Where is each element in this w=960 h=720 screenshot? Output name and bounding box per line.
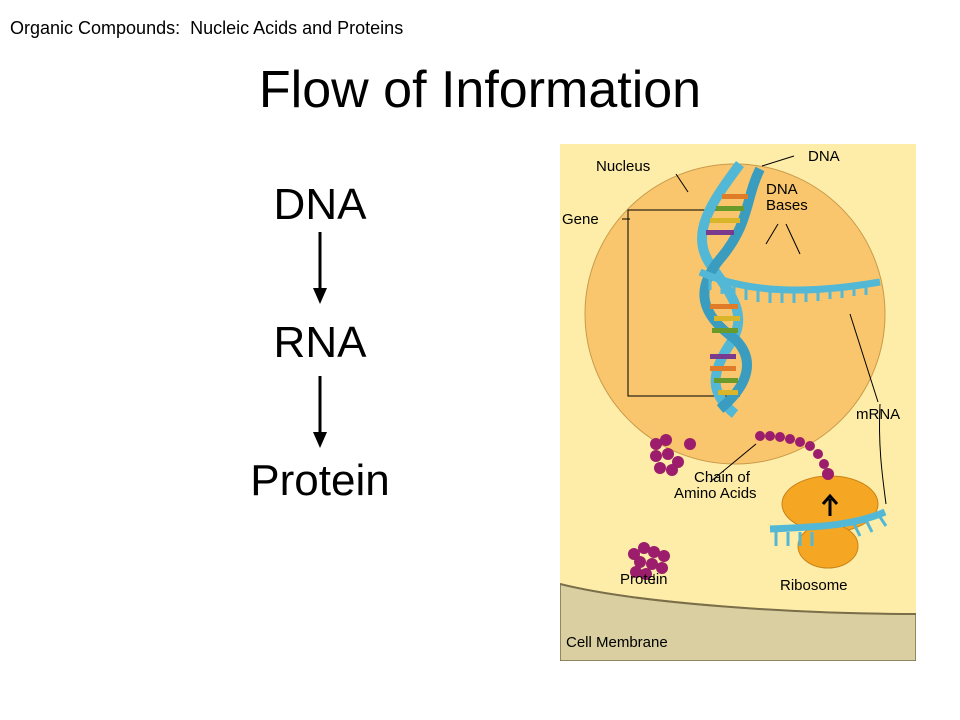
ribosome-shape <box>769 403 888 569</box>
label-dna-bases-1: DNA <box>766 181 798 198</box>
label-dna-bases-2: Bases <box>766 197 808 214</box>
label-ribosome: Ribosome <box>780 577 848 594</box>
cell-illustration: Nucleus DNA DNA Bases Gene mRNA Chain of… <box>559 144 917 662</box>
slide-header: Organic Compounds: Nucleic Acids and Pro… <box>10 18 404 38</box>
flow-step-protein: Protein <box>250 456 390 505</box>
label-chain-2: Amino Acids <box>674 485 757 502</box>
label-dna: DNA <box>808 148 840 165</box>
dna-helix <box>697 161 765 418</box>
protein-cluster <box>628 542 670 580</box>
slide-title: Flow of Information <box>258 61 702 119</box>
label-gene: Gene <box>562 211 599 228</box>
cell-diagram: Nucleus DNA DNA Bases Gene mRNA Chain of… <box>559 144 917 662</box>
mrna-strand <box>698 268 881 303</box>
label-cell-membrane: Cell Membrane <box>566 634 668 651</box>
arrow-down-icon <box>313 376 327 448</box>
flow-step-dna: DNA <box>273 180 367 229</box>
flow-step-rna: RNA <box>273 318 367 367</box>
label-mrna: mRNA <box>856 406 900 423</box>
arrow-down-icon <box>313 232 327 304</box>
amino-acid-cluster <box>650 434 696 476</box>
label-chain-1: Chain of <box>694 469 751 486</box>
label-nucleus: Nucleus <box>596 158 650 175</box>
label-protein: Protein <box>620 571 668 588</box>
amino-acid-chain <box>755 431 834 480</box>
